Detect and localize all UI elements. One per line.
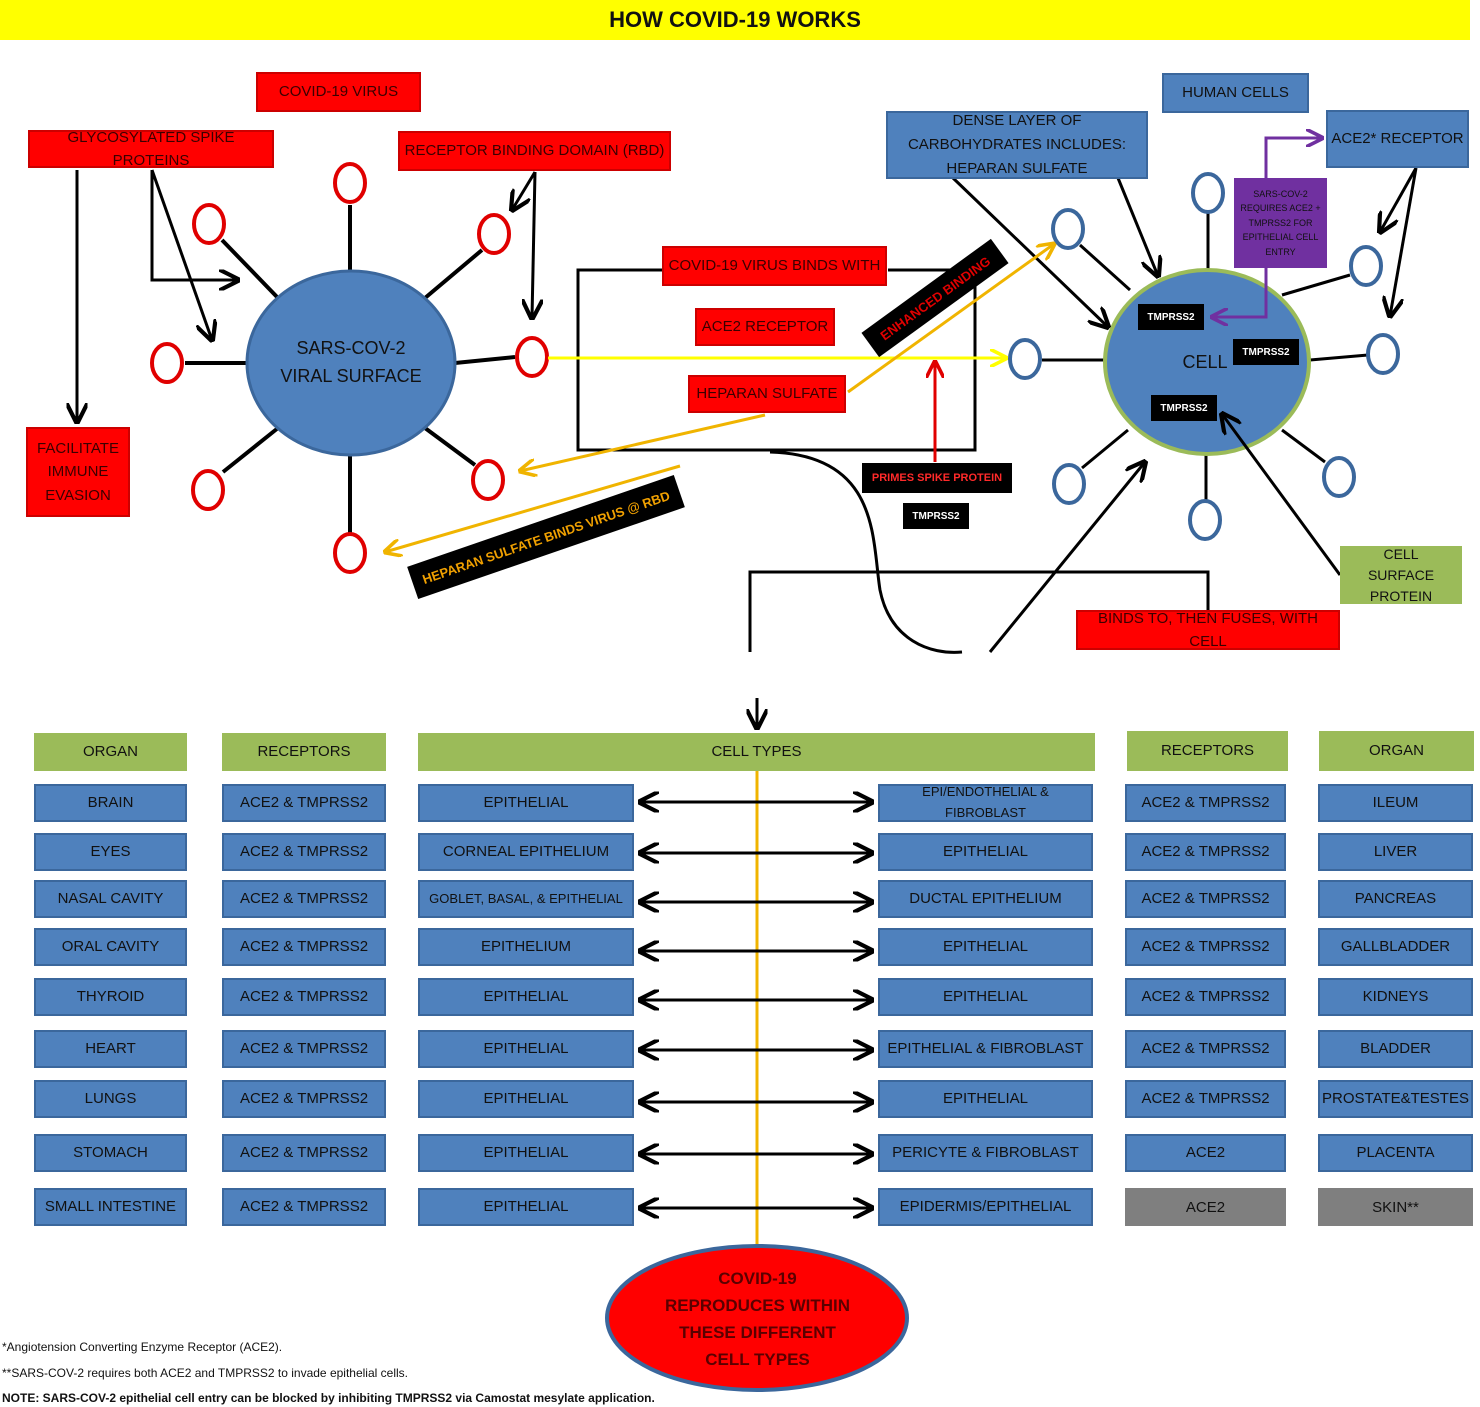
orange-enhanced-arrow: [847, 244, 1054, 394]
cell-type-right-7: EPITHELIAL: [878, 1080, 1093, 1118]
carbohydrates-label: DENSE LAYER OF CARBOHYDRATES INCLUDES: H…: [886, 111, 1148, 179]
cell-type-left-5: EPITHELIAL: [418, 978, 634, 1016]
cell-type-left-3: GOBLET, BASAL, & EPITHELIAL: [418, 880, 634, 918]
receptor-right-1: ACE2 & TMPRSS2: [1125, 784, 1286, 822]
requires-note: SARS-COV-2 REQUIRES ACE2 + TMPRSS2 FOR E…: [1234, 178, 1327, 268]
cell-type-right-2: EPITHELIAL: [878, 833, 1093, 871]
note-camostat: NOTE: SARS-COV-2 epithelial cell entry c…: [2, 1391, 655, 1405]
organ-right-1: ILEUM: [1318, 784, 1473, 822]
cell-spokes: [1042, 210, 1369, 500]
cell-type-left-4: EPITHELIUM: [418, 928, 634, 966]
organ-right-3: PANCREAS: [1318, 880, 1473, 918]
cell-type-right-5: EPITHELIAL: [878, 978, 1093, 1016]
organ-left-1: BRAIN: [34, 784, 187, 822]
organ-left-6: HEART: [34, 1030, 187, 1068]
header-receptors-left: RECEPTORS: [222, 733, 386, 771]
page-title: HOW COVID-19 WORKS: [0, 0, 1470, 40]
viral-surface-label: SARS-COV-2 VIRAL SURFACE: [262, 330, 440, 396]
receptor-right-5: ACE2 & TMPRSS2: [1125, 978, 1286, 1016]
organ-left-7: LUNGS: [34, 1080, 187, 1118]
ace2-receptor-cell-label: ACE2* RECEPTOR: [1326, 110, 1469, 168]
virus-spokes: [185, 205, 516, 535]
reproduces-text: COVID-19 REPRODUCES WITHIN THESE DIFFERE…: [664, 1268, 851, 1370]
primes-spike-label: PRIMES SPIKE PROTEIN: [862, 463, 1012, 493]
viral-surface-body: [245, 269, 457, 457]
organ-left-4: ORAL CAVITY: [34, 928, 187, 966]
header-organ-left: ORGAN: [34, 733, 187, 771]
receptor-left-6: ACE2 & TMPRSS2: [222, 1030, 386, 1068]
receptor-left-9: ACE2 & TMPRSS2: [222, 1188, 386, 1226]
rbd-label: RECEPTOR BINDING DOMAIN (RBD): [398, 131, 671, 171]
cell-type-right-4: EPITHELIAL: [878, 928, 1093, 966]
receptor-right-8: ACE2: [1125, 1134, 1286, 1172]
cell-type-right-6: EPITHELIAL & FIBROBLAST: [878, 1030, 1093, 1068]
cell-type-left-9: EPITHELIAL: [418, 1188, 634, 1226]
receptor-right-7: ACE2 & TMPRSS2: [1125, 1080, 1286, 1118]
cell-type-double-arrows: [640, 802, 872, 1208]
organ-right-2: LIVER: [1318, 833, 1473, 871]
cell-surface-protein-label: CELL SURFACE PROTEIN: [1340, 546, 1462, 604]
cell-type-left-6: EPITHELIAL: [418, 1030, 634, 1068]
cell-type-left-7: EPITHELIAL: [418, 1080, 634, 1118]
receptor-left-7: ACE2 & TMPRSS2: [222, 1080, 386, 1118]
cell-tmprss2-b: TMPRSS2: [1233, 339, 1299, 365]
receptor-left-4: ACE2 & TMPRSS2: [222, 928, 386, 966]
receptor-right-9: ACE2: [1125, 1188, 1286, 1226]
immune-evasion-label: FACILITATE IMMUNE EVASION: [26, 427, 130, 517]
virus-spike-circles: [150, 162, 549, 574]
organ-right-8: PLACENTA: [1318, 1134, 1473, 1172]
receptor-right-2: ACE2 & TMPRSS2: [1125, 833, 1286, 871]
ace2-receptor-binding-label: ACE2 RECEPTOR: [695, 308, 835, 346]
receptor-left-3: ACE2 & TMPRSS2: [222, 880, 386, 918]
cell-type-left-8: EPITHELIAL: [418, 1134, 634, 1172]
tmprss2-primer-badge: TMPRSS2: [903, 503, 969, 529]
binds-with-label: COVID-19 VIRUS BINDS WITH: [662, 246, 887, 286]
organ-right-4: GALLBLADDER: [1318, 928, 1473, 966]
receptor-right-6: ACE2 & TMPRSS2: [1125, 1030, 1286, 1068]
covid-virus-heading: COVID-19 VIRUS: [256, 72, 421, 112]
note-ace2: *Angiotension Converting Enzyme Receptor…: [2, 1340, 283, 1354]
orange-rbd-arrow: [385, 464, 681, 552]
organ-right-6: BLADDER: [1318, 1030, 1473, 1068]
cell-type-right-3: DUCTAL EPITHELIUM: [878, 880, 1093, 918]
receptor-left-5: ACE2 & TMPRSS2: [222, 978, 386, 1016]
header-cell-types: CELL TYPES: [418, 733, 1095, 771]
heparan-sulfate-label: HEPARAN SULFATE: [688, 375, 846, 413]
receptor-right-4: ACE2 & TMPRSS2: [1125, 928, 1286, 966]
cell-label: CELL: [1182, 352, 1228, 373]
note-requires: **SARS-COV-2 requires both ACE2 and TMPR…: [2, 1366, 408, 1380]
glycosylated-spike-label: GLYCOSYLATED SPIKE PROTEINS: [28, 129, 274, 169]
cell-tmprss2-c: TMPRSS2: [1151, 395, 1217, 421]
organ-right-7: PROSTATE&TESTES: [1318, 1080, 1473, 1118]
organ-left-9: SMALL INTESTINE: [34, 1188, 187, 1226]
organ-right-9: SKIN**: [1318, 1188, 1473, 1226]
cell-type-left-1: EPITHELIAL: [418, 784, 634, 822]
cell-type-right-9: EPIDERMIS/EPITHELIAL: [878, 1188, 1093, 1226]
orange-heparan-arrow: [520, 413, 766, 471]
receptor-left-1: ACE2 & TMPRSS2: [222, 784, 386, 822]
reproduces-ellipse: [605, 1244, 909, 1392]
receptor-left-2: ACE2 & TMPRSS2: [222, 833, 386, 871]
viral-surface-line2: VIRAL SURFACE: [280, 366, 422, 386]
viral-surface-line1: SARS-COV-2: [296, 338, 406, 359]
cell-type-right-1: EPI/ENDOTHELIAL & FIBROBLAST: [878, 784, 1093, 822]
header-receptors-right: RECEPTORS: [1127, 731, 1288, 771]
organ-left-3: NASAL CAVITY: [34, 880, 187, 918]
header-organ-right: ORGAN: [1319, 731, 1474, 771]
organ-left-2: EYES: [34, 833, 187, 871]
binds-fuses-label: BINDS TO, THEN FUSES, WITH CELL: [1076, 610, 1340, 650]
receptor-right-3: ACE2 & TMPRSS2: [1125, 880, 1286, 918]
black-arrows: [77, 167, 1418, 728]
receptor-left-8: ACE2 & TMPRSS2: [222, 1134, 386, 1172]
organ-left-5: THYROID: [34, 978, 187, 1016]
cell-receptor-circles: [1008, 172, 1400, 541]
cell-type-left-2: CORNEAL EPITHELIUM: [418, 833, 634, 871]
organ-right-5: KIDNEYS: [1318, 978, 1473, 1016]
cell-tmprss2-a: TMPRSS2: [1138, 304, 1204, 330]
organ-left-8: STOMACH: [34, 1134, 187, 1172]
human-cells-heading: HUMAN CELLS: [1162, 73, 1309, 113]
cell-type-right-8: PERICYTE & FIBROBLAST: [878, 1134, 1093, 1172]
